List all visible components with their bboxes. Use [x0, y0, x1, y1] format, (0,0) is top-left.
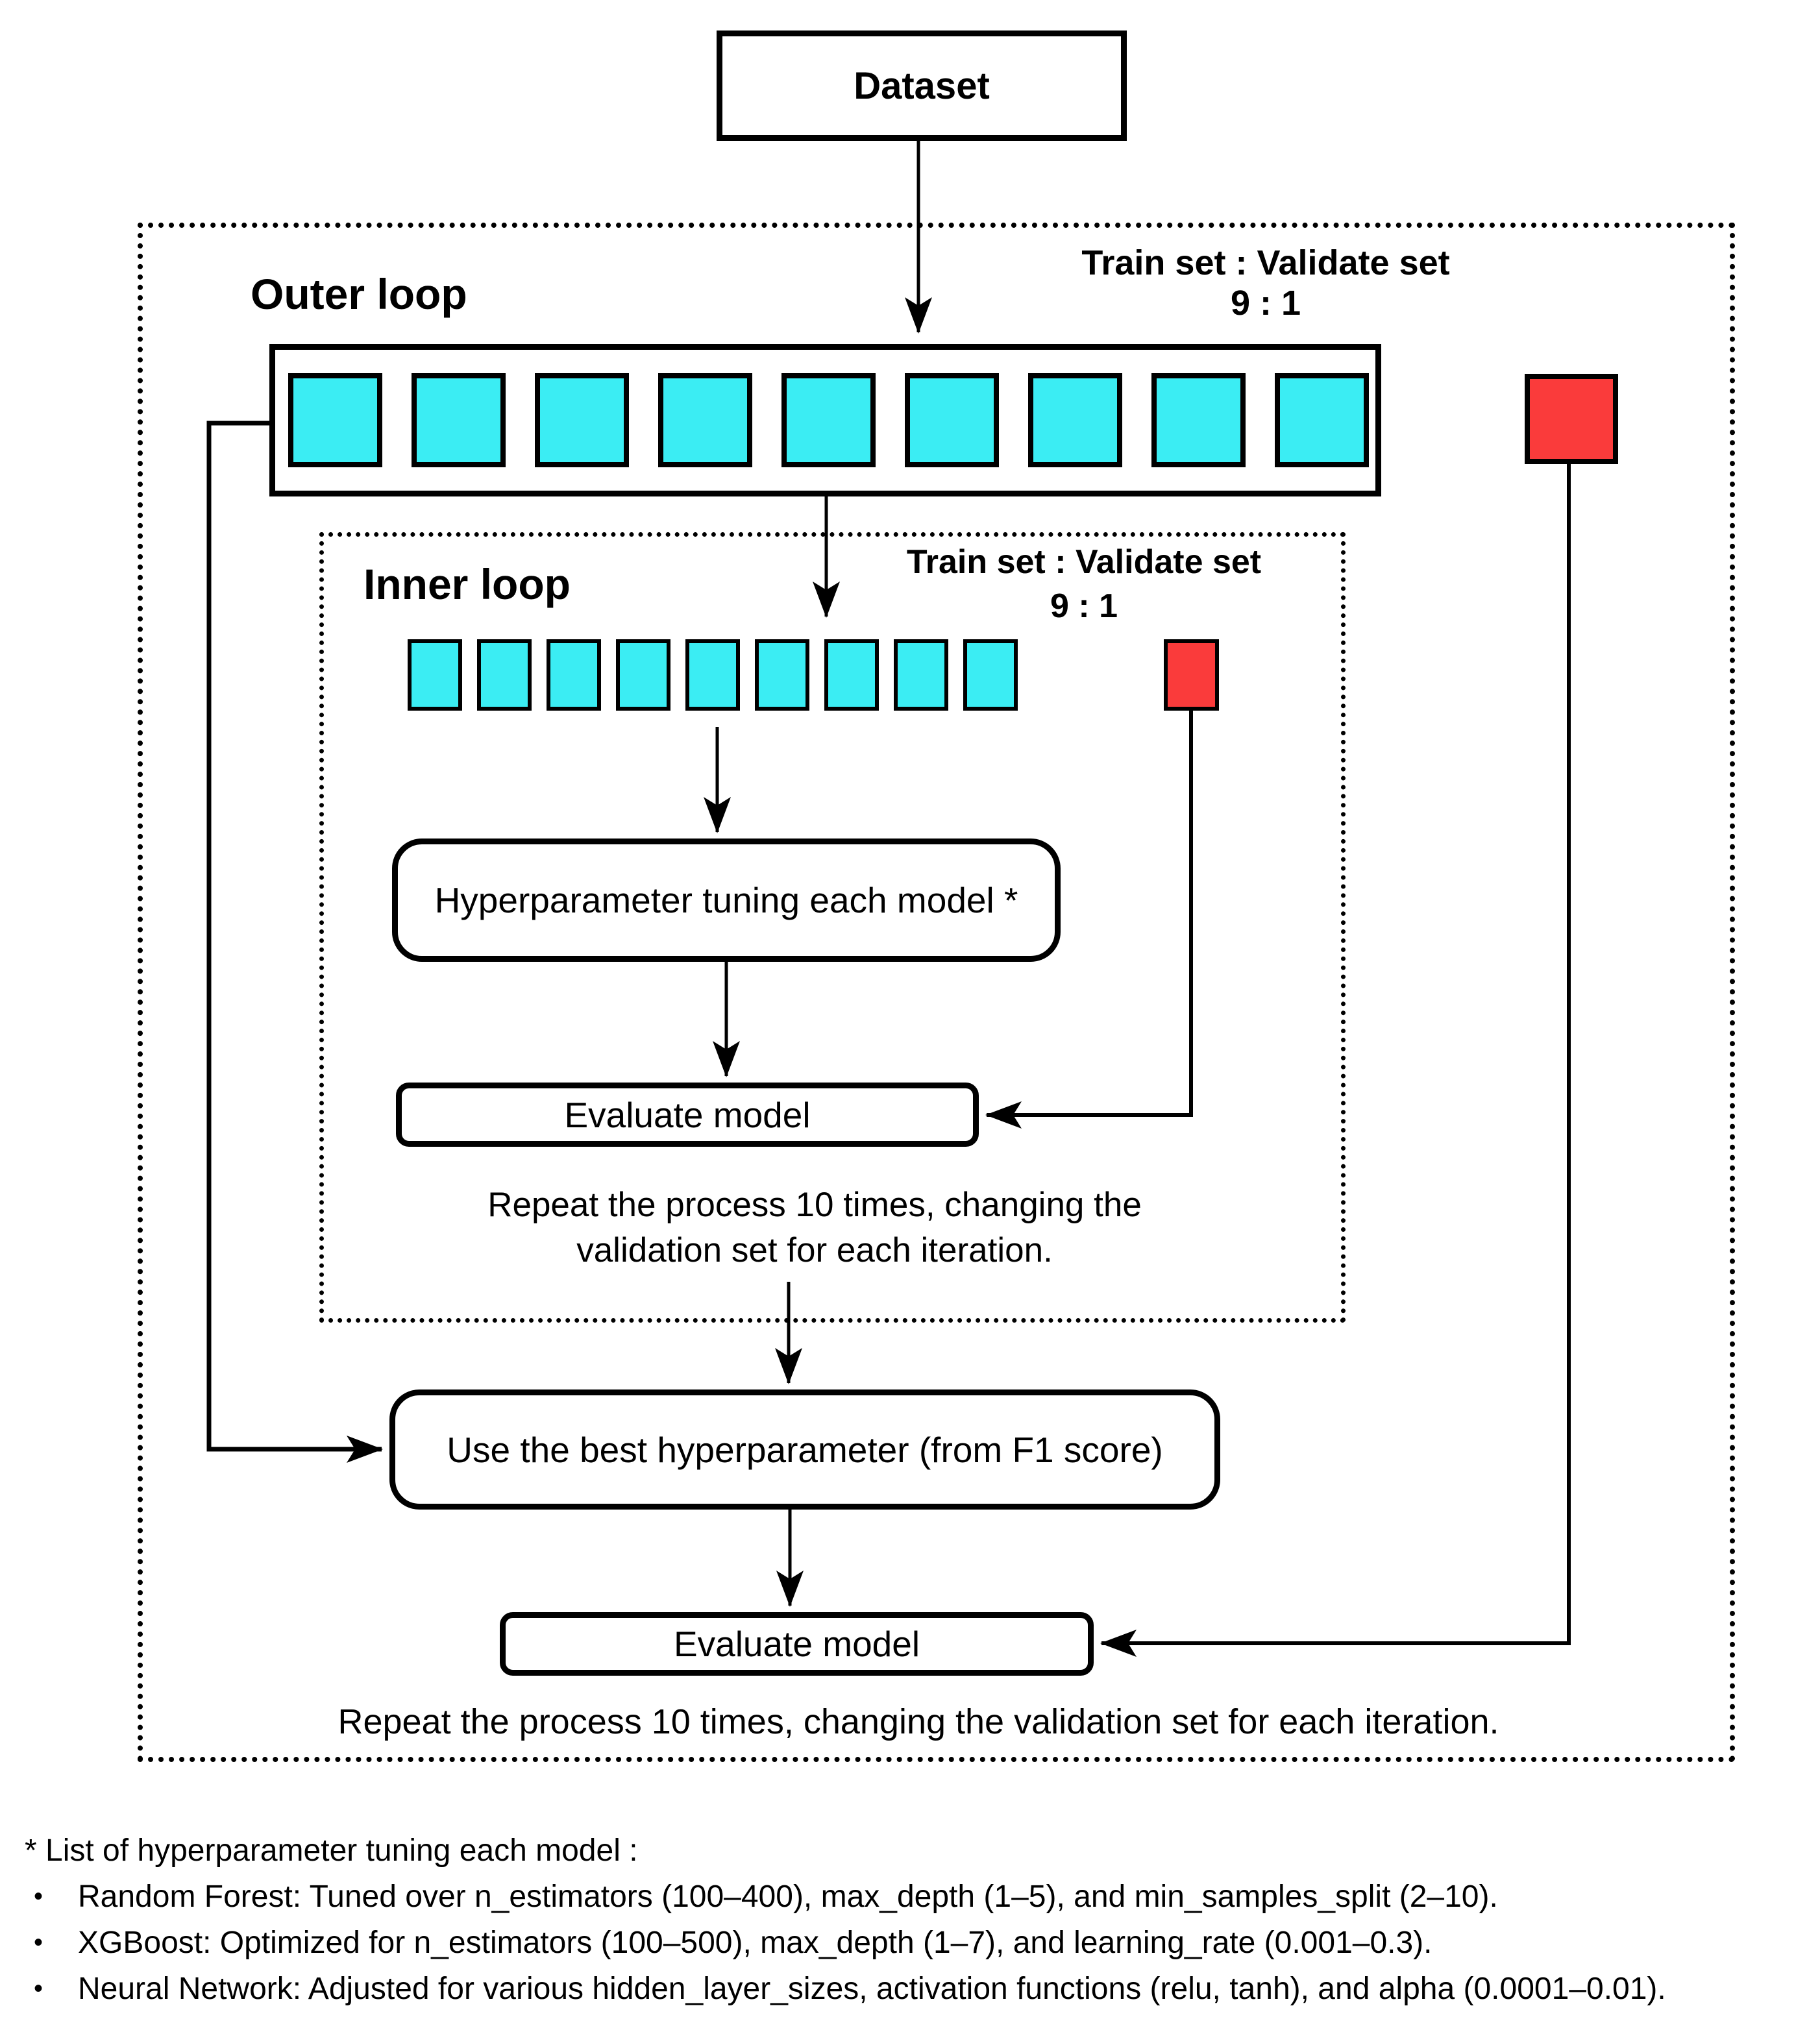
outer-loop-region	[138, 223, 1735, 1762]
train-fold-square	[412, 373, 506, 467]
outer-repeat-note: Repeat the process 10 times, changing th…	[338, 1702, 1499, 1741]
inner-train-folds-strip	[408, 639, 1018, 711]
inner-split-ratio-line1: Train set : Validate set	[906, 543, 1262, 581]
train-fold-square	[824, 639, 879, 711]
bullet-icon: •	[34, 1974, 43, 2003]
outer-split-ratio-line2: 9 : 1	[1230, 284, 1301, 323]
train-fold-square	[685, 639, 740, 711]
train-fold-square	[755, 639, 809, 711]
hyperparameter-tuning-box: Hyperparameter tuning each model *	[392, 839, 1061, 962]
inner-repeat-note-line1: Repeat the process 10 times, changing th…	[487, 1186, 1142, 1224]
train-fold-square	[477, 639, 532, 711]
outer-split-ratio-label: Train set : Validate set 9 : 1	[1039, 243, 1493, 323]
train-fold-square	[616, 639, 670, 711]
train-fold-square	[905, 373, 999, 467]
inner-split-ratio-label: Train set : Validate set 9 : 1	[863, 540, 1305, 628]
dataset-label: Dataset	[854, 64, 990, 107]
footnote-item-text: XGBoost: Optimized for n_estimators (100…	[78, 1926, 1433, 1960]
footnote-item-text: Random Forest: Tuned over n_estimators (…	[78, 1879, 1498, 1914]
train-fold-square	[547, 639, 601, 711]
train-fold-square	[408, 639, 462, 711]
train-fold-square	[658, 373, 752, 467]
footnote-item-random-forest: • Random Forest: Tuned over n_estimators…	[25, 1874, 1816, 1920]
inner-split-ratio-line2: 9 : 1	[1050, 587, 1118, 625]
best-hyperparameter-label: Use the best hyperparameter (from F1 sco…	[447, 1429, 1163, 1470]
bullet-icon: •	[34, 1928, 43, 1957]
hyperparameter-footnote: * List of hyperparameter tuning each mod…	[25, 1828, 1816, 2012]
train-fold-square	[963, 639, 1018, 711]
train-fold-square	[781, 373, 876, 467]
footnote-item-text: Neural Network: Adjusted for various hid…	[78, 1972, 1666, 2006]
train-fold-square	[535, 373, 629, 467]
inner-evaluate-model-label: Evaluate model	[564, 1094, 811, 1135]
dataset-box: Dataset	[717, 31, 1127, 141]
train-fold-square	[1151, 373, 1246, 467]
train-fold-square	[894, 639, 948, 711]
hyperparameter-tuning-label: Hyperparameter tuning each model *	[434, 880, 1018, 920]
outer-loop-label: Outer loop	[251, 270, 467, 318]
inner-evaluate-model-box: Evaluate model	[396, 1083, 979, 1147]
outer-evaluate-model-label: Evaluate model	[673, 1624, 920, 1664]
outer-validate-fold-square	[1525, 374, 1618, 464]
inner-repeat-note-line2: validation set for each iteration.	[576, 1231, 1053, 1269]
inner-repeat-note: Repeat the process 10 times, changing th…	[389, 1182, 1240, 1273]
best-hyperparameter-box: Use the best hyperparameter (from F1 sco…	[389, 1389, 1220, 1510]
train-fold-square	[1275, 373, 1369, 467]
footnote-item-neural-network: • Neural Network: Adjusted for various h…	[25, 1966, 1816, 2012]
bullet-icon: •	[34, 1882, 43, 1911]
outer-evaluate-model-box: Evaluate model	[500, 1612, 1094, 1676]
outer-split-ratio-line1: Train set : Validate set	[1081, 243, 1450, 282]
footnote-title: * List of hyperparameter tuning each mod…	[25, 1833, 638, 1868]
train-fold-square	[1028, 373, 1122, 467]
inner-loop-label: Inner loop	[363, 560, 571, 608]
outer-train-folds-strip	[269, 344, 1381, 496]
footnote-item-xgboost: • XGBoost: Optimized for n_estimators (1…	[25, 1920, 1816, 1966]
inner-validate-fold-square	[1164, 639, 1219, 711]
train-fold-square	[288, 373, 382, 467]
